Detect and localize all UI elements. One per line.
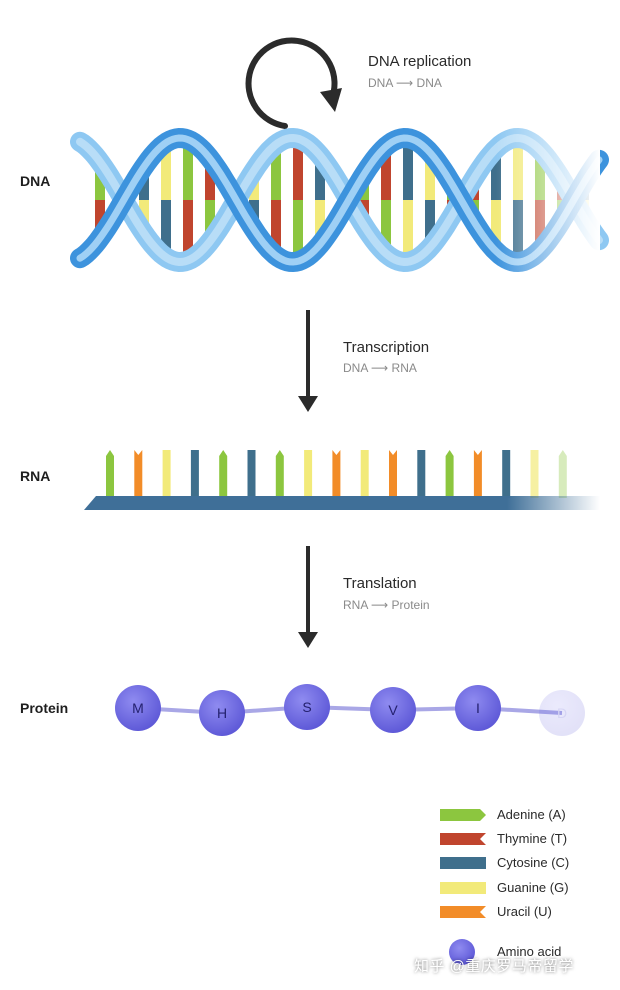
amino-acid-letter: H (217, 705, 227, 721)
amino-acid (199, 690, 245, 736)
amino-acid (115, 685, 161, 731)
amino-acid (455, 685, 501, 731)
amino-acid-letter: S (302, 699, 311, 715)
legend-swatch-1 (440, 833, 486, 845)
legend-label: Thymine (T) (497, 831, 568, 846)
rna-base (134, 450, 143, 498)
rna-base (247, 450, 256, 498)
legend-swatch-4 (440, 906, 486, 918)
helix-fade (80, 120, 600, 280)
amino-acid (284, 684, 330, 730)
legend-label: Uracil (U) (497, 904, 552, 919)
rna-base (106, 450, 114, 498)
legend-swatch-2 (440, 857, 486, 869)
translation-title: Translation (343, 575, 417, 592)
rna-base (332, 450, 341, 498)
replication-subtitle: DNA ⟶ DNA (368, 76, 442, 90)
amino-acid-letter: M (132, 700, 144, 716)
rna-base (219, 450, 228, 498)
rna-strand (84, 450, 600, 510)
amino-acid-letter: I (476, 700, 480, 716)
rna-base (417, 450, 426, 498)
dna-label: DNA (20, 173, 51, 189)
rna-base (190, 450, 199, 498)
rna-base (558, 450, 567, 498)
rna-base (473, 450, 482, 498)
legend-label: Guanine (G) (497, 880, 569, 895)
rna-backbone (84, 496, 600, 510)
rna-base (275, 450, 284, 498)
transcription-subtitle: DNA ⟶ RNA (343, 361, 417, 375)
transcription-title: Transcription (343, 339, 430, 356)
amino-acid-letter: V (388, 702, 398, 718)
rna-label: RNA (20, 468, 51, 484)
rna-base (304, 450, 313, 498)
legend-label: Cytosine (C) (497, 855, 570, 870)
transcription-arrow-icon (298, 310, 318, 412)
watermark-text: 知乎 @重庆罗马帝留学 (414, 958, 574, 975)
amino-acid (370, 687, 416, 733)
rna-base (360, 450, 369, 498)
protein-label: Protein (20, 700, 69, 716)
legend-label: Amino acid (497, 944, 562, 959)
legend-label: Adenine (A) (497, 807, 566, 822)
replication-cycle-icon (245, 37, 342, 129)
amino-acid (539, 690, 585, 736)
replication-title: DNA replication (368, 53, 472, 70)
legend-swatch-3 (440, 882, 486, 894)
legend-swatch-0 (440, 809, 486, 821)
amino-acid-letter: D (557, 705, 567, 721)
rna-base (502, 450, 511, 498)
legend (440, 809, 486, 965)
legend-swatch-5 (449, 939, 475, 965)
rna-base (389, 450, 397, 498)
rna-base (445, 450, 454, 498)
rna-base (530, 450, 539, 498)
translation-subtitle: RNA ⟶ Protein (343, 598, 430, 612)
translation-arrow-icon (298, 546, 318, 648)
rna-base (162, 450, 171, 498)
